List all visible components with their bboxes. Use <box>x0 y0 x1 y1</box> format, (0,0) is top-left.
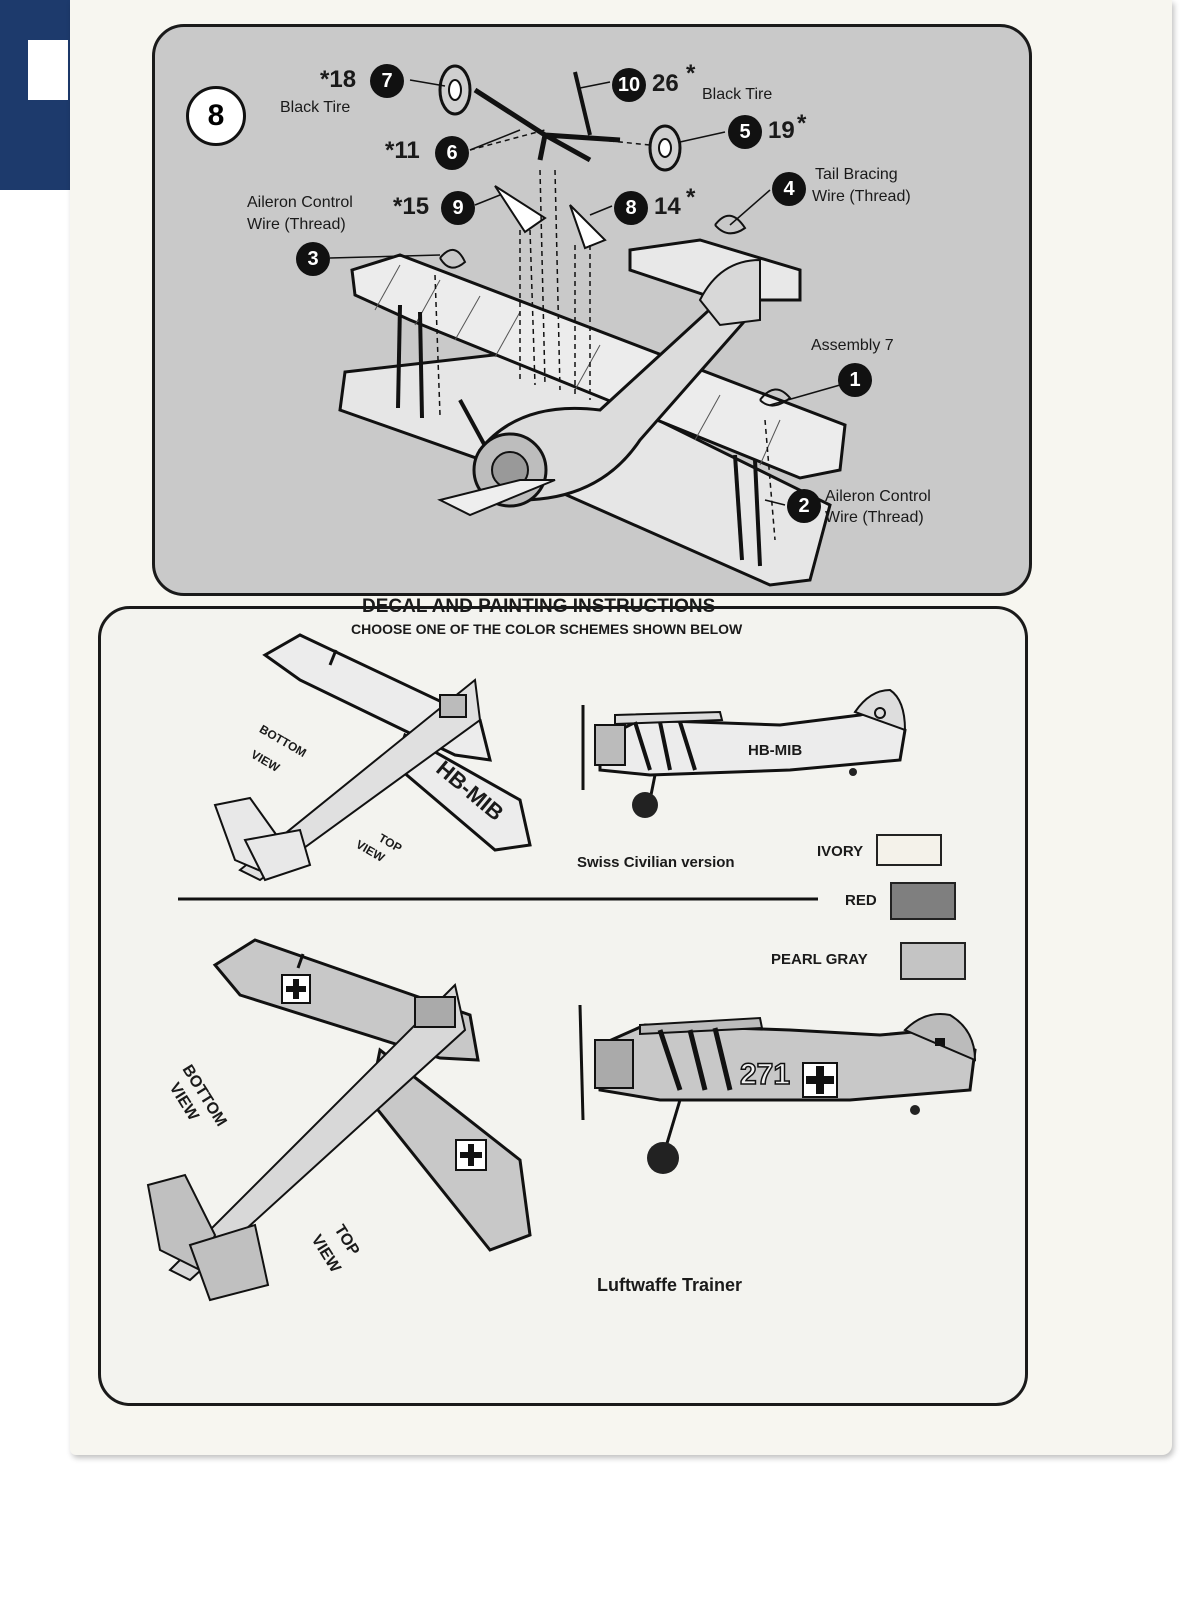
label-aileron-wire-right-2: Wire (Thread) <box>825 509 924 526</box>
label-tail-bracing-2: Wire (Thread) <box>812 188 911 205</box>
callout-star-14: * <box>686 184 696 211</box>
step-number-badge: 8 <box>186 86 246 146</box>
label-assembly: Assembly 7 <box>811 337 894 354</box>
callout-bubble-1: 1 <box>838 363 872 397</box>
callout-part-14: 14 <box>654 193 681 220</box>
callout-bubble-6: 6 <box>435 136 469 170</box>
callout-bubble-7: 7 <box>370 64 404 98</box>
swatch-ivory <box>876 834 942 866</box>
swatch-label-ivory: IVORY <box>817 843 864 860</box>
label-tail-bracing-1: Tail Bracing <box>815 166 898 183</box>
swiss-caption: Swiss Civilian version <box>577 854 735 871</box>
callout-star-26: * <box>686 60 696 87</box>
label-black-tire-left: Black Tire <box>280 99 351 116</box>
callout-part-15: *15 <box>393 193 430 220</box>
lw-caption: Luftwaffe Trainer <box>597 1275 743 1295</box>
swatch-pearl-gray <box>900 942 966 980</box>
registration-side-view: HB-MIB <box>748 742 803 759</box>
callout-bubble-3: 3 <box>296 242 330 276</box>
lw-aircraft-number: 271 <box>739 1057 791 1092</box>
swatch-label-red: RED <box>845 892 877 909</box>
callout-part-11: *11 <box>385 137 420 164</box>
label-aileron-wire-right-1: Aileron Control <box>825 488 931 505</box>
callout-bubble-9: 9 <box>441 191 475 225</box>
callout-bubble-5: 5 <box>728 115 762 149</box>
binder-notch <box>28 40 68 100</box>
label-aileron-wire-left-2: Wire (Thread) <box>247 216 346 233</box>
decal-title: DECAL AND PAINTING INSTRUCTIONS <box>362 596 716 617</box>
label-black-tire-right: Black Tire <box>702 86 773 103</box>
callout-bubble-2: 2 <box>787 489 821 523</box>
callout-bubble-10: 10 <box>612 68 646 102</box>
callout-part-18: *18 <box>320 66 357 93</box>
callout-bubble-4: 4 <box>772 172 806 206</box>
label-aileron-wire-left-1: Aileron Control <box>247 194 353 211</box>
callout-star-19: * <box>797 110 807 137</box>
swatch-label-pearl-gray: PEARL GRAY <box>771 951 868 968</box>
callout-part-19: 19 <box>768 117 795 144</box>
callout-bubble-8: 8 <box>614 191 648 225</box>
swatch-red <box>890 882 956 920</box>
decal-subtitle: CHOOSE ONE OF THE COLOR SCHEMES SHOWN BE… <box>351 621 743 637</box>
callout-part-26: 26 <box>652 70 679 97</box>
